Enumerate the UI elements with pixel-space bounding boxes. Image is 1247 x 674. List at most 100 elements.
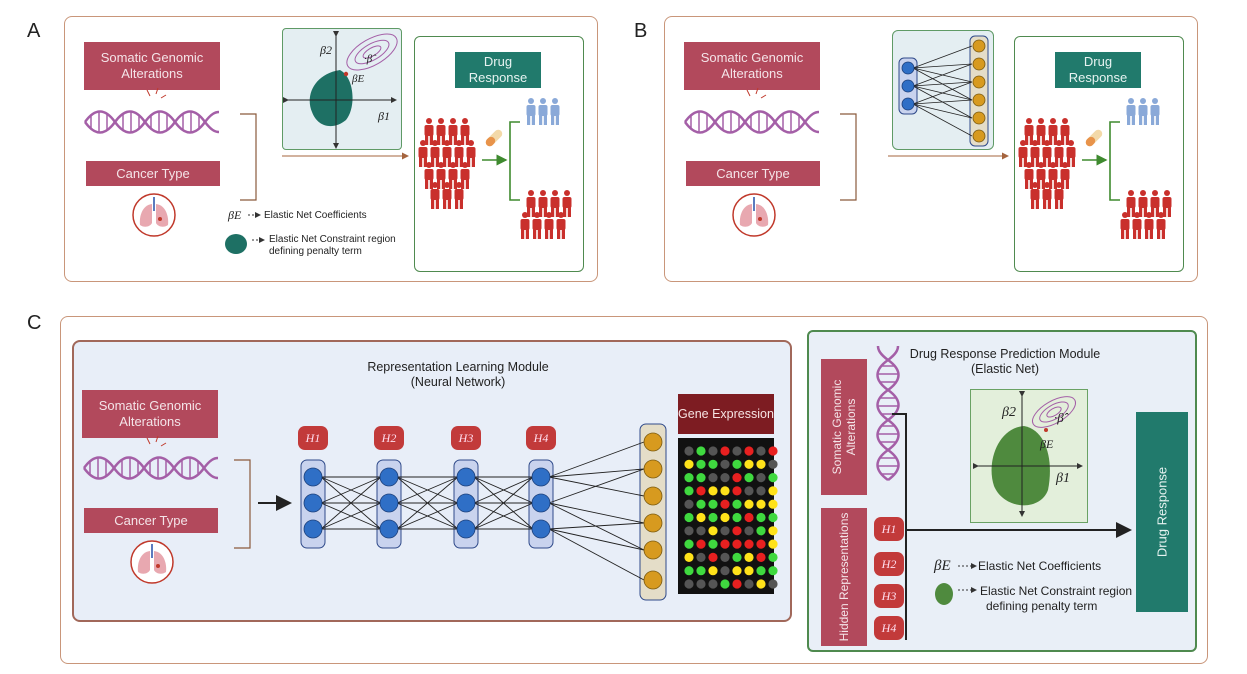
heatmap-cell [684, 552, 694, 563]
heatmap-cell [720, 512, 730, 523]
heatmap-cell [708, 459, 718, 469]
heatmap-cell [744, 459, 754, 469]
heatmap-dots [684, 446, 778, 589]
somatic-vertical-box: Somatic Genomic Alterations [821, 359, 867, 495]
heatmap-cell [732, 552, 742, 563]
heatmap-cell [768, 446, 778, 456]
heatmap-cell [732, 512, 742, 523]
heatmap-cell [744, 526, 754, 536]
heatmap-cell [768, 579, 778, 589]
panel-a-cancer-box: Cancer Type [86, 161, 220, 186]
heatmap-cell [684, 526, 694, 536]
panel-b-red-population [1018, 118, 1076, 209]
drug-response-vertical-box: Drug Response [1136, 412, 1188, 612]
pred-region-legend: Elastic Net Constraint region defining p… [980, 584, 1132, 614]
pred-hidden-node-1: H1 [874, 517, 904, 541]
heatmap-cell [732, 579, 742, 589]
hidden-node-h4: H4 [526, 426, 556, 450]
heatmap-cell [708, 552, 718, 563]
panel-a-lungs-icon [132, 193, 176, 237]
hidden-node-h3: H3 [451, 426, 481, 450]
rep-module-title: Representation Learning Module (Neural N… [320, 360, 596, 390]
heatmap-cell [708, 512, 718, 523]
heatmap-cell [720, 446, 730, 456]
heatmap-cell [696, 446, 706, 456]
pred-hidden-node-4: H4 [874, 616, 904, 640]
elastic-net-plot-graphics: β2 β1 ·β̂ βE [973, 391, 1083, 517]
pred-region-icon [935, 583, 953, 605]
heatmap-cell [684, 446, 694, 456]
panel-b-letter: B [634, 20, 648, 42]
panel-a-red-population-2 [520, 190, 572, 239]
heatmap-cell [744, 499, 754, 509]
heatmap-cell [744, 486, 754, 496]
heatmap-cell [720, 552, 730, 563]
heatmap-cell [696, 473, 706, 483]
hidden-node-h1: H1 [298, 426, 328, 450]
heatmap-cell [756, 539, 766, 549]
heatmap-cell [756, 526, 766, 536]
panel-a-dna-icon [83, 110, 221, 134]
heatmap-cell [696, 526, 706, 536]
heatmap-cell [744, 473, 754, 483]
heatmap-cell [756, 579, 766, 589]
heatmap-cell [708, 446, 718, 456]
heatmap-cell [768, 566, 778, 576]
heatmap-cell [768, 499, 778, 509]
heatmap-cell [720, 459, 730, 469]
panel-a-beta-symbol: βE [227, 208, 242, 222]
heatmap-cell [720, 473, 730, 483]
heatmap-cell [732, 566, 742, 576]
panel-a-axis-b2: β2 [319, 43, 332, 57]
panel-c-somatic-box: Somatic Genomic Alterations [82, 390, 218, 438]
pred-region-legend-line2: defining penalty term [986, 599, 1098, 613]
heatmap-cell [732, 499, 742, 509]
heatmap-cell [756, 499, 766, 509]
heatmap-cell [732, 446, 742, 456]
pred-module-title-line: Drug Response Prediction Module [909, 347, 1101, 361]
heatmap-cell [720, 566, 730, 576]
heatmap-cell [768, 539, 778, 549]
panel-a-plot-graphics: β2 β1 ·β̂ βE [283, 31, 398, 149]
panel-b-red-population-2 [1120, 190, 1172, 239]
panel-b-cancer-box: Cancer Type [686, 161, 820, 186]
panel-a-blue-population [526, 98, 560, 125]
heatmap-cell [768, 473, 778, 483]
pred-legend-beta-symbol: βE [933, 558, 951, 574]
pred-region-legend-line1: Elastic Net Constraint region [980, 584, 1133, 598]
heatmap-cell [684, 459, 694, 469]
heatmap-cell [720, 539, 730, 549]
representation-learning-module [72, 340, 792, 622]
heatmap-cell [708, 579, 718, 589]
panel-c-bracket [234, 459, 251, 549]
panel-b-network [898, 35, 989, 147]
heatmap-cell [684, 512, 694, 523]
heatmap-cell [696, 486, 706, 496]
pred-axis-b2: β2 [1001, 405, 1016, 420]
panel-a-pill-icon [484, 128, 504, 148]
rep-module-title-line: Representation Learning Module [367, 360, 549, 374]
panel-b-dna-icon [683, 110, 821, 134]
pred-beta-legend: Elastic Net Coefficients [978, 559, 1102, 573]
panel-a-bracket [240, 113, 257, 201]
heatmap-cell [684, 473, 694, 483]
panel-a-letter: A [27, 20, 41, 42]
heatmap-cell [684, 566, 694, 576]
heatmap-cell [708, 539, 718, 549]
heatmap-cell [720, 486, 730, 496]
neural-network [300, 423, 667, 601]
heatmap-cell [744, 539, 754, 549]
heatmap-cell [768, 552, 778, 563]
heatmap-cell [720, 526, 730, 536]
panel-c-dna-icon [82, 456, 220, 480]
heatmap-cell [708, 486, 718, 496]
heatmap-cell [708, 526, 718, 536]
heatmap-cell [696, 512, 706, 523]
heatmap-cell [696, 459, 706, 469]
pred-hidden-node-3: H3 [874, 584, 904, 608]
panel-b-split-arrows [1082, 121, 1120, 201]
panel-b-somatic-box: Somatic Genomic Alterations [684, 42, 820, 90]
heatmap-cell [744, 512, 754, 523]
hidden-vertical-box: Hidden Representations [821, 508, 867, 646]
heatmap-cell [696, 579, 706, 589]
